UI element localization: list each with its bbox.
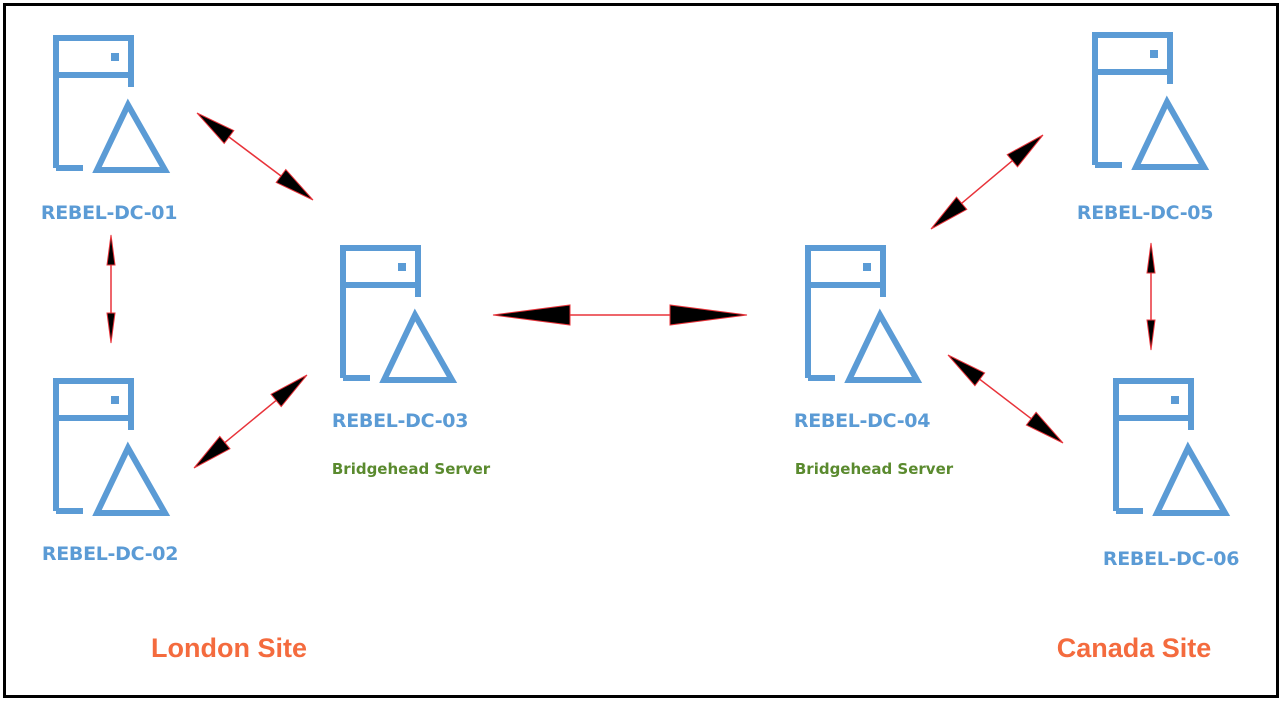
server-node-dc02[interactable]: REBEL-DC-02 xyxy=(42,378,178,565)
server-led xyxy=(863,263,871,271)
link-dc01-dc02 xyxy=(106,234,116,344)
server-chassis xyxy=(53,378,134,511)
arrowhead xyxy=(193,435,231,469)
server-node-dc06[interactable]: REBEL-DC-06 xyxy=(1103,378,1239,570)
triangle-icon xyxy=(92,441,171,516)
link-dc04-dc05 xyxy=(930,134,1044,230)
arrowhead xyxy=(106,234,116,266)
server-chassis xyxy=(340,245,421,378)
server-icon xyxy=(1113,378,1231,516)
replication-links xyxy=(106,112,1156,469)
server-led xyxy=(111,396,119,404)
arrowhead xyxy=(1025,411,1064,444)
server-name-label: REBEL-DC-05 xyxy=(1077,202,1213,224)
site-label-london: London Site xyxy=(151,633,307,663)
arrowhead xyxy=(106,312,116,344)
server-icon xyxy=(53,35,171,173)
arrowhead xyxy=(270,374,308,408)
server-name-label: REBEL-DC-02 xyxy=(42,543,178,565)
server-role-label: Bridgehead Server xyxy=(795,460,954,478)
link-dc01-dc03 xyxy=(196,112,314,201)
server-led xyxy=(111,53,119,61)
server-name-label: REBEL-DC-01 xyxy=(41,202,177,224)
server-led xyxy=(1150,50,1158,58)
link-dc03-dc04 xyxy=(492,304,748,326)
server-icon xyxy=(53,378,171,516)
server-led xyxy=(398,263,406,271)
triangle-icon xyxy=(844,308,923,383)
server-chassis xyxy=(805,245,886,378)
triangle-icon xyxy=(92,98,171,173)
arrowhead xyxy=(1146,242,1156,274)
arrowhead xyxy=(275,168,314,201)
link-dc05-dc06 xyxy=(1146,242,1156,351)
diagram-frame xyxy=(3,3,1279,698)
site-label-canada: Canada Site xyxy=(1057,633,1212,663)
triangle-icon xyxy=(1131,95,1210,170)
triangle-icon xyxy=(1152,441,1231,516)
arrowhead xyxy=(947,354,986,387)
server-name-label: REBEL-DC-03 xyxy=(332,410,468,432)
server-icon xyxy=(1092,32,1210,170)
triangle-icon xyxy=(379,308,458,383)
server-icon xyxy=(340,245,458,383)
server-chassis xyxy=(53,35,134,168)
arrowhead xyxy=(1146,319,1156,351)
server-node-dc05[interactable]: REBEL-DC-05 xyxy=(1077,32,1213,224)
arrowhead xyxy=(492,304,571,326)
server-role-label: Bridgehead Server xyxy=(332,460,491,478)
link-line xyxy=(979,378,1032,420)
link-dc02-dc03 xyxy=(193,374,308,469)
server-name-label: REBEL-DC-06 xyxy=(1103,548,1239,570)
server-chassis xyxy=(1113,378,1194,511)
link-line xyxy=(961,160,1013,204)
server-chassis xyxy=(1092,32,1173,165)
link-dc04-dc06 xyxy=(947,354,1064,444)
server-name-label: REBEL-DC-04 xyxy=(794,410,930,432)
server-icon xyxy=(805,245,923,383)
server-node-dc01[interactable]: REBEL-DC-01 xyxy=(41,35,177,224)
server-led xyxy=(1171,396,1179,404)
link-line xyxy=(228,136,282,177)
arrowhead xyxy=(930,196,968,230)
arrowhead xyxy=(1006,134,1044,168)
link-line xyxy=(224,399,277,444)
arrowhead xyxy=(196,112,235,145)
arrowhead xyxy=(669,304,748,326)
